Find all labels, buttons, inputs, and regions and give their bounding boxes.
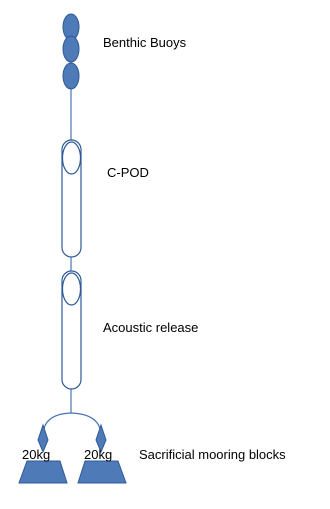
bridle-arc <box>42 412 102 437</box>
benthic-buoys <box>62 13 80 90</box>
left-mooring-block: 20kg <box>18 447 68 484</box>
right-block-weight: 20kg <box>84 447 112 462</box>
right-mooring-block: 20kg <box>77 447 127 484</box>
right-shackle <box>95 423 107 454</box>
left-block-shape <box>18 460 68 484</box>
label-cpod: C-POD <box>107 165 149 180</box>
label-benthic-buoys: Benthic Buoys <box>103 35 187 50</box>
release-cap <box>61 272 82 306</box>
label-sacrificial-blocks: Sacrificial mooring blocks <box>139 447 286 462</box>
left-shackle <box>37 423 49 454</box>
buoy-bottom <box>62 62 80 90</box>
buoy-middle <box>62 35 80 63</box>
left-block-weight: 20kg <box>22 447 50 462</box>
acoustic-release <box>61 270 82 390</box>
label-acoustic-release: Acoustic release <box>103 320 198 335</box>
cpod-cap <box>61 141 82 175</box>
right-block-shape <box>77 460 127 484</box>
cpod-device <box>61 139 82 258</box>
